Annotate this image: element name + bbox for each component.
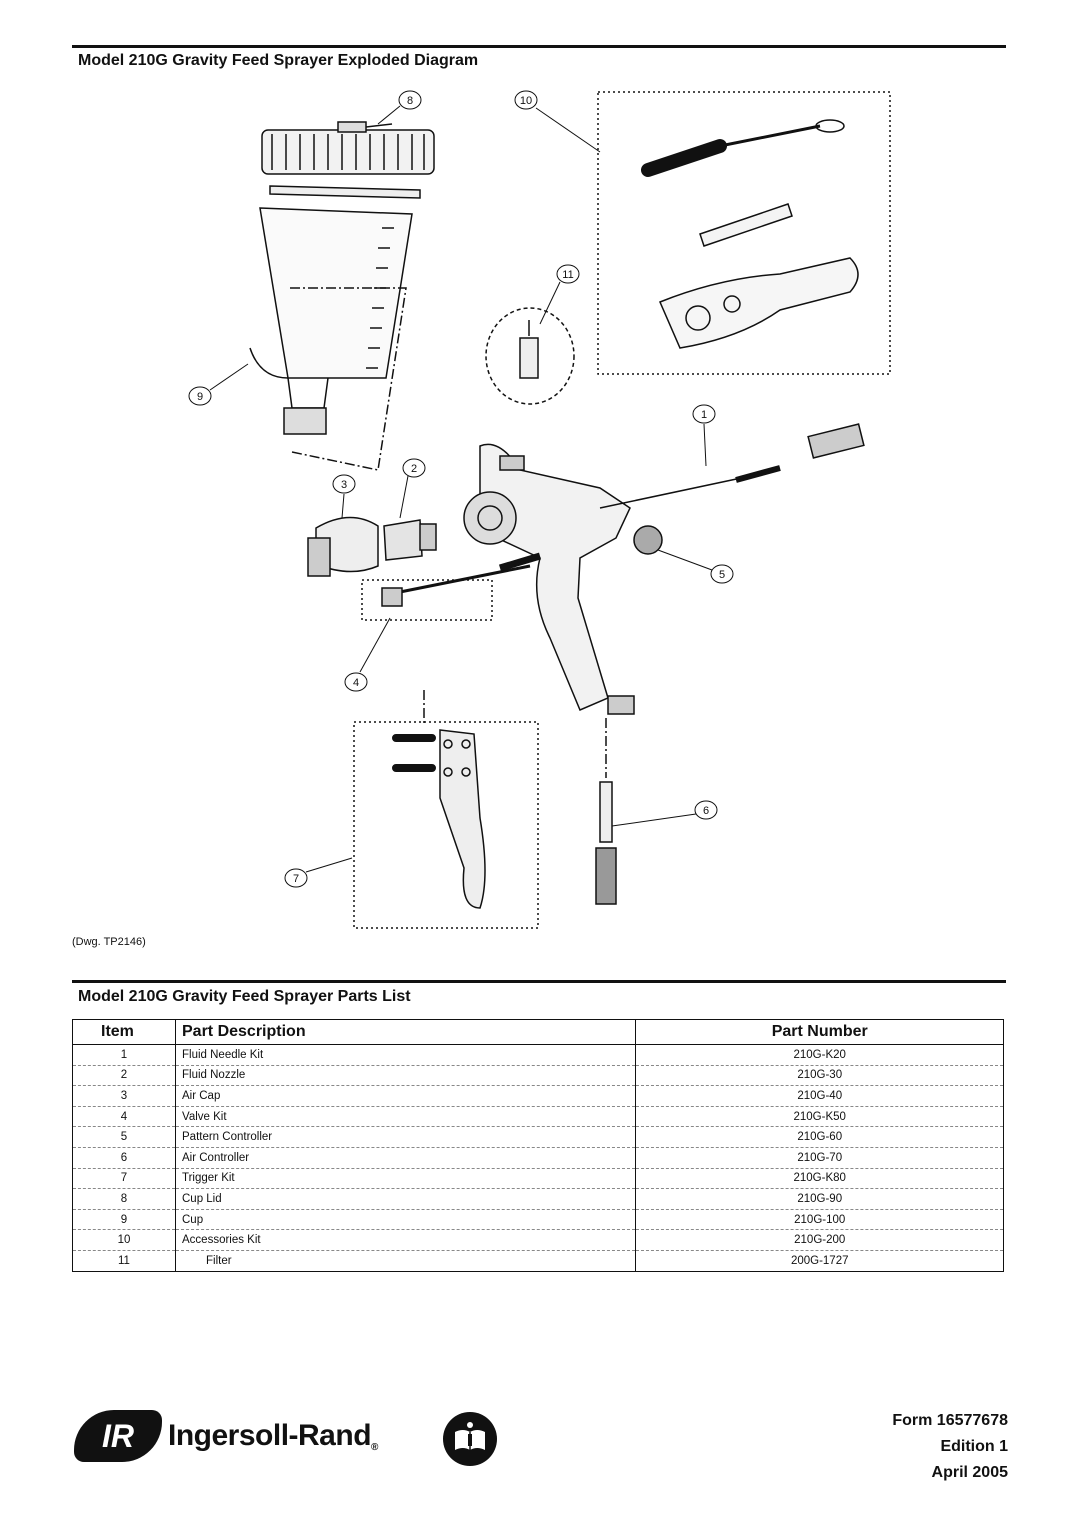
item-cell: 10 bbox=[72, 1229, 176, 1251]
description-cell: Cup Lid bbox=[175, 1188, 637, 1210]
svg-text:1: 1 bbox=[701, 409, 707, 421]
part-number-cell: 210G-60 bbox=[635, 1126, 1004, 1148]
air-controller-drawing bbox=[595, 718, 617, 905]
part-number-cell: 210G-K80 bbox=[635, 1168, 1004, 1190]
parts-list-title: Model 210G Gravity Feed Sprayer Parts Li… bbox=[78, 988, 411, 1005]
accessories-drawing bbox=[641, 119, 859, 349]
item-cell: 9 bbox=[72, 1209, 176, 1231]
svg-text:7: 7 bbox=[293, 873, 299, 885]
callout-2: 2 bbox=[402, 458, 426, 478]
part-number-cell: 210G-70 bbox=[635, 1147, 1004, 1169]
parts-table-header: Item Part Description Part Number bbox=[72, 1019, 1004, 1045]
part-number-cell: 210G-100 bbox=[635, 1209, 1004, 1231]
valve-kit-drawing bbox=[381, 552, 542, 607]
part-number-cell: 210G-200 bbox=[635, 1229, 1004, 1251]
cup-lid-drawing bbox=[261, 121, 435, 175]
callout-6: 6 bbox=[694, 800, 718, 820]
description-cell: Fluid Nozzle bbox=[175, 1065, 637, 1087]
part-number-cell: 210G-90 bbox=[635, 1188, 1004, 1210]
description-cell: Valve Kit bbox=[175, 1106, 637, 1128]
header-item: Item bbox=[72, 1019, 176, 1045]
svg-text:2: 2 bbox=[411, 463, 417, 475]
item-cell: 6 bbox=[72, 1147, 176, 1169]
exploded-diagram: 8 10 11 9 1 2 3 5 4 6 7 bbox=[188, 90, 891, 929]
description-cell: Cup bbox=[175, 1209, 637, 1231]
svg-text:3: 3 bbox=[341, 479, 347, 491]
filter-drawing bbox=[519, 320, 539, 379]
gun-body-drawing bbox=[463, 443, 663, 715]
ir-logo-mark: IR bbox=[74, 1410, 162, 1462]
item-cell: 4 bbox=[72, 1106, 176, 1128]
description-cell: Air Cap bbox=[175, 1085, 637, 1107]
header-description: Part Description bbox=[175, 1019, 637, 1045]
description-cell: Pattern Controller bbox=[175, 1126, 637, 1148]
diagram-title: Model 210G Gravity Feed Sprayer Exploded… bbox=[78, 52, 479, 69]
cup-drawing bbox=[249, 185, 421, 435]
edition: Edition 1 bbox=[940, 1438, 1008, 1455]
item-cell: 3 bbox=[72, 1085, 176, 1107]
ingersoll-rand-logo: IR Ingersoll-Rand® bbox=[74, 1410, 378, 1462]
item-cell: 11 bbox=[72, 1250, 176, 1272]
svg-text:8: 8 bbox=[407, 95, 413, 107]
date: April 2005 bbox=[931, 1464, 1008, 1481]
middle-rule bbox=[72, 980, 1006, 983]
callout-1: 1 bbox=[692, 404, 716, 424]
callout-5: 5 bbox=[710, 564, 734, 584]
callout-3: 3 bbox=[332, 474, 356, 494]
fluid-nozzle-drawing bbox=[383, 519, 437, 561]
callout-8: 8 bbox=[398, 90, 422, 110]
svg-text:5: 5 bbox=[719, 569, 725, 581]
description-cell: Fluid Needle Kit bbox=[175, 1044, 637, 1066]
fluid-needle-drawing bbox=[599, 423, 865, 509]
form-number: Form 16577678 bbox=[892, 1412, 1008, 1429]
brand-name: Ingersoll-Rand bbox=[168, 1419, 372, 1452]
header-number: Part Number bbox=[635, 1019, 1004, 1045]
item-cell: 7 bbox=[72, 1168, 176, 1190]
air-cap-drawing bbox=[307, 516, 379, 577]
description-cell: Filter bbox=[175, 1250, 637, 1272]
description-cell: Air Controller bbox=[175, 1147, 637, 1169]
svg-text:4: 4 bbox=[353, 677, 359, 689]
part-number-cell: 210G-K50 bbox=[635, 1106, 1004, 1128]
svg-text:10: 10 bbox=[520, 95, 532, 107]
part-number-cell: 200G-1727 bbox=[790, 1254, 849, 1267]
trigger-kit-drawing bbox=[392, 729, 486, 909]
description-cell: Accessories Kit bbox=[175, 1229, 637, 1251]
part-number-cell: 210G-30 bbox=[635, 1065, 1004, 1087]
callout-4: 4 bbox=[344, 672, 368, 692]
part-number-cell: 210G-40 bbox=[635, 1085, 1004, 1107]
svg-text:11: 11 bbox=[562, 269, 573, 281]
info-manual-icon bbox=[443, 1412, 497, 1466]
item-cell: 1 bbox=[72, 1044, 176, 1066]
item-cell: 5 bbox=[72, 1126, 176, 1148]
drawing-reference: (Dwg. TP2146) bbox=[72, 936, 146, 948]
part-number-cell: 210G-K20 bbox=[635, 1044, 1004, 1066]
description-cell: Trigger Kit bbox=[175, 1168, 637, 1190]
callout-9: 9 bbox=[188, 386, 212, 406]
callout-7: 7 bbox=[284, 868, 308, 888]
callout-11: 11 bbox=[556, 264, 580, 284]
top-rule bbox=[72, 45, 1006, 48]
form-info: Form 16577678 Edition 1 April 2005 bbox=[892, 1408, 1008, 1486]
svg-text:9: 9 bbox=[197, 391, 203, 403]
item-cell: 2 bbox=[72, 1065, 176, 1087]
callout-10: 10 bbox=[514, 90, 538, 110]
item-cell: 8 bbox=[72, 1188, 176, 1210]
callouts: 8 10 11 9 1 2 3 5 4 6 7 bbox=[188, 90, 734, 888]
svg-text:6: 6 bbox=[703, 805, 709, 817]
